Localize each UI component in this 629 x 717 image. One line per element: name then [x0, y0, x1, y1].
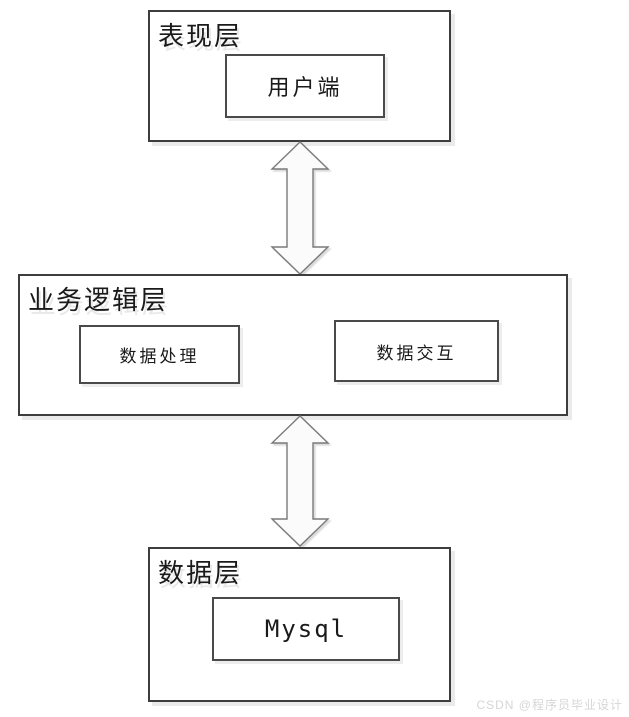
node-box-data-interaction: 数据交互 — [334, 320, 499, 382]
layer-label-data: 数据层 — [158, 559, 243, 588]
node-label-data-interaction: 数据交互 — [376, 343, 457, 363]
double-arrow-shape — [270, 141, 330, 275]
layer-box-data: 数据层 Mysql — [148, 547, 451, 702]
node-label-data-processing: 数据处理 — [119, 347, 200, 366]
double-arrow-presentation-business — [270, 141, 330, 275]
watermark-text: CSDN @程序员毕业设计 — [476, 698, 623, 712]
node-label-client: 用户端 — [267, 75, 343, 100]
double-arrow-shape — [270, 415, 330, 547]
node-box-mysql: Mysql — [212, 597, 400, 661]
layer-label-presentation: 表现层 — [158, 22, 243, 51]
layer-label-business-logic: 业务逻辑层 — [28, 286, 169, 315]
node-box-data-processing: 数据处理 — [79, 325, 240, 384]
node-box-client: 用户端 — [225, 54, 385, 118]
node-label-mysql: Mysql — [264, 615, 348, 643]
layer-box-business-logic: 业务逻辑层 数据处理 数据交互 — [18, 274, 568, 416]
double-arrow-business-data — [270, 415, 330, 547]
layer-box-presentation: 表现层 用户端 — [148, 10, 451, 142]
